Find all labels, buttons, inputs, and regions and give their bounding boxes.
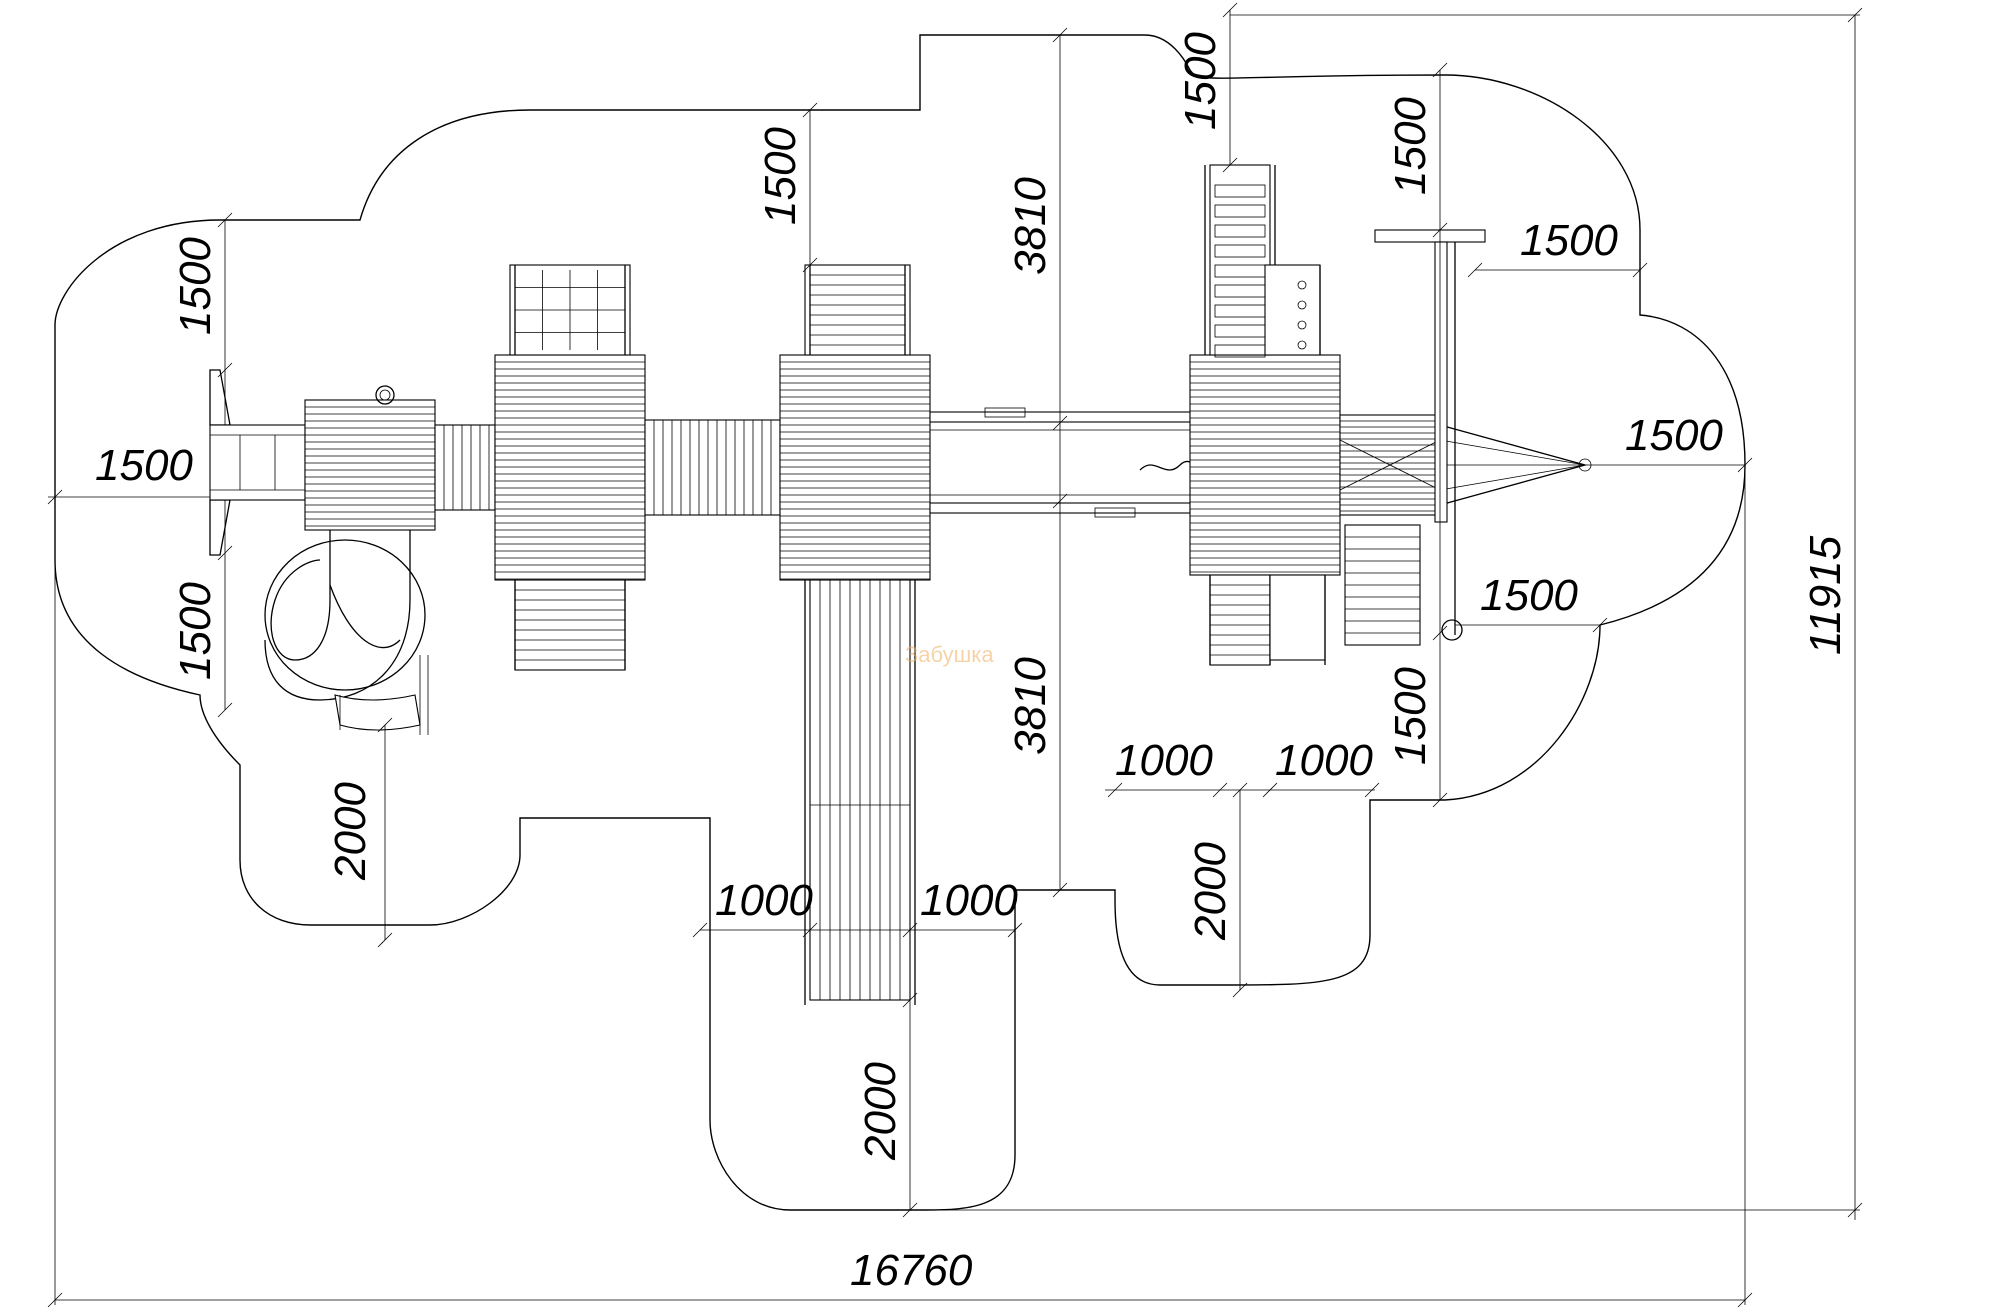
dim-overall-height: 11915	[1801, 535, 1850, 655]
dim-right-slide-zone: 2000	[1186, 842, 1235, 941]
tower-2-platform	[494, 354, 646, 581]
dim-left-end: 1500	[95, 441, 193, 490]
tower-3-platform	[779, 354, 931, 581]
dim-tower4-top: 1500	[1176, 32, 1225, 130]
dim-center-slide-left: 1000	[715, 876, 813, 925]
dim-center-height-top: 3810	[1006, 177, 1055, 275]
dim-right-slide-right: 1000	[1275, 736, 1373, 785]
dim-right-vertical-bottom: 1500	[1386, 667, 1435, 765]
dim-center-height-bottom: 3810	[1006, 657, 1055, 755]
dim-center-slide-zone: 2000	[856, 1062, 905, 1161]
dim-left-bottom: 1500	[171, 582, 220, 680]
left-platform-boards	[305, 406, 435, 527]
dim-center-slide-right: 1000	[920, 876, 1018, 925]
dim-right-slide-left: 1000	[1115, 736, 1213, 785]
left-platform	[304, 399, 436, 531]
dim-right-end: 1500	[1625, 411, 1723, 460]
dim-right-vertical-top: 1500	[1386, 97, 1435, 195]
dim-right-lower: 1500	[1480, 571, 1578, 620]
dim-left-top: 1500	[171, 237, 220, 335]
dim-overall-width: 16760	[850, 1246, 973, 1295]
tower-4-platform	[1189, 354, 1341, 576]
watermark-logo: Забушка	[905, 642, 994, 667]
dim-tower3-top: 1500	[756, 127, 805, 225]
dim-right-arm: 1500	[1520, 216, 1618, 265]
safety-zone-outline	[54, 34, 1746, 1211]
dim-spiral-slide-zone: 2000	[326, 782, 375, 881]
